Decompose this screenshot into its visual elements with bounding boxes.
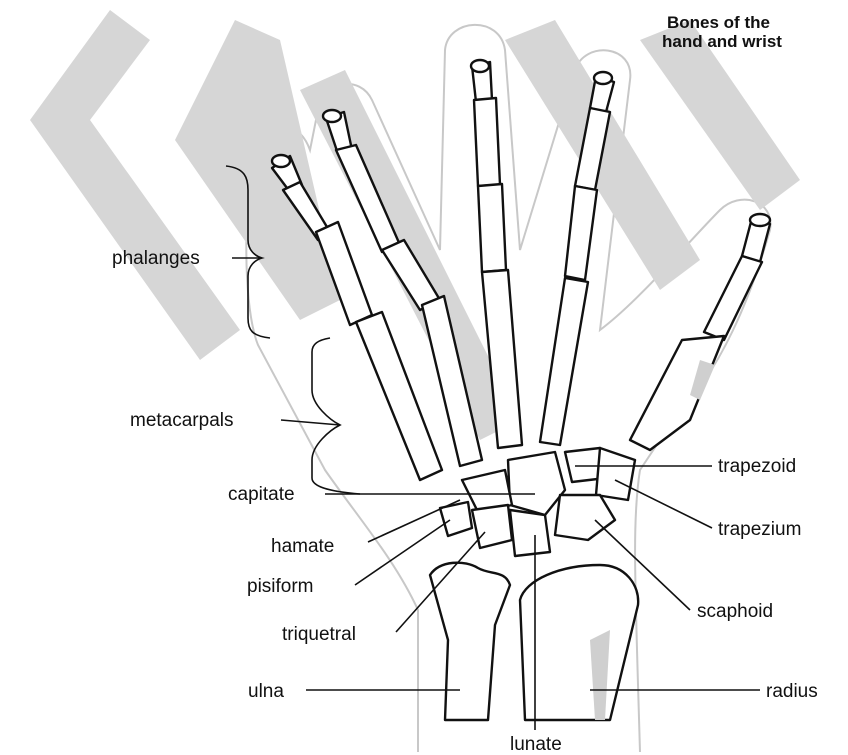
ulna-bone: [430, 563, 510, 720]
label-pisiform: pisiform: [247, 576, 314, 597]
metacarpals-bracket: [312, 338, 360, 494]
diagram-title-line-1: Bones of the: [667, 13, 770, 32]
label-lunate: lunate: [510, 734, 562, 755]
label-phalanges: phalanges: [112, 248, 200, 269]
lunate-bone: [510, 510, 550, 556]
label-triquetral: triquetral: [282, 624, 356, 645]
label-scaphoid: scaphoid: [697, 601, 773, 622]
little-finger-bones: [272, 155, 442, 480]
triquetral-bone: [472, 505, 512, 548]
label-ulna: ulna: [248, 681, 284, 702]
label-hamate: hamate: [271, 536, 334, 557]
forearm-bones: [430, 563, 638, 720]
scaphoid-bone: [555, 495, 615, 540]
leader-trapezium: [615, 480, 712, 528]
label-trapezoid: trapezoid: [718, 456, 796, 477]
diagram-title-line-2: hand and wrist: [662, 32, 782, 51]
leader-metacarpals: [281, 420, 340, 425]
label-metacarpals: metacarpals: [130, 410, 234, 431]
capitate-bone: [508, 452, 565, 515]
trapezium-bone: [596, 448, 635, 500]
radius-bone: [520, 565, 638, 720]
label-radius: radius: [766, 681, 818, 702]
label-capitate: capitate: [228, 484, 295, 505]
label-trapezium: trapezium: [718, 519, 801, 540]
